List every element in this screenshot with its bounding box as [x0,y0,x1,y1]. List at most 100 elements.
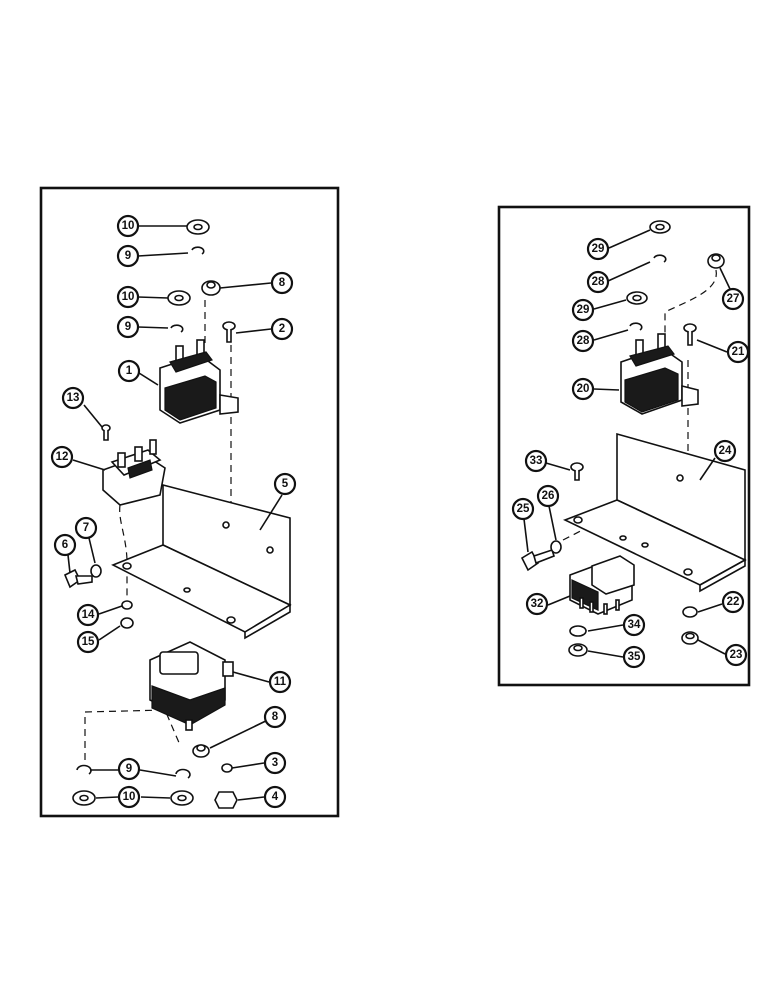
callout: 1 [117,359,141,383]
svg-text:9: 9 [125,321,131,333]
svg-text:8: 8 [279,277,286,289]
callout: 9 [116,315,140,339]
callout: 28 [571,329,595,353]
callout: 9 [116,244,140,268]
callout: 25 [511,497,535,521]
svg-text:9: 9 [125,250,131,262]
screw-33 [570,462,584,472]
nut-4 [214,791,238,809]
svg-text:20: 20 [577,383,590,395]
washer-7 [90,564,102,578]
callout: 28 [586,270,610,294]
right-callouts: 29 28 27 29 28 21 20 24 33 26 25 32 34 2… [511,237,750,669]
svg-text:28: 28 [577,335,590,347]
bolt-6 [63,568,93,589]
callout: 32 [525,592,549,616]
lock-washer-9 [170,324,184,333]
callout: 7 [74,516,98,540]
callout: 27 [721,287,745,311]
lock-washer-9 [191,246,205,255]
callout: 10 [116,214,140,238]
screw-2 [222,321,236,331]
solenoid-11 [149,641,234,731]
relay-32 [569,555,635,615]
assembly-line [119,504,128,600]
svg-text:29: 29 [577,304,590,316]
svg-text:14: 14 [82,609,95,621]
right-leaders [523,229,731,658]
svg-text:10: 10 [123,791,136,803]
svg-text:21: 21 [732,346,745,358]
assembly-line [84,709,181,760]
relay-12 [102,439,166,506]
svg-text:15: 15 [82,636,95,648]
svg-text:12: 12 [56,451,69,463]
svg-text:3: 3 [272,757,278,769]
callout: 9 [117,757,141,781]
assembly-line [664,269,717,335]
right-panel-parts [520,220,747,657]
callout: 34 [622,613,646,637]
left-leaders [67,225,283,801]
callout: 29 [586,237,610,261]
callout: 29 [571,298,595,322]
callout: 3 [263,751,287,775]
svg-text:26: 26 [542,490,555,502]
svg-text:2: 2 [279,323,285,335]
solenoid-1 [159,339,239,424]
callout: 23 [724,643,748,667]
svg-text:6: 6 [62,539,68,551]
svg-text:10: 10 [122,291,135,303]
svg-text:13: 13 [67,392,80,404]
callout: 12 [50,445,74,469]
bracket-24 [562,432,747,593]
svg-text:35: 35 [628,651,641,663]
callout: 22 [721,590,745,614]
callout: 21 [726,340,750,364]
callout: 14 [76,603,100,627]
callout: 26 [536,484,560,508]
lock-washer-28 [629,322,643,331]
svg-text:11: 11 [274,676,287,688]
lock-washer-9 [76,764,92,775]
callout: 35 [622,645,646,669]
callout: 6 [53,533,77,557]
callout: 8 [263,705,287,729]
washer-22 [682,606,698,618]
washer-3 [221,763,233,773]
callout: 2 [270,317,294,341]
svg-text:1: 1 [126,365,133,377]
svg-text:9: 9 [126,763,132,775]
screw-21 [683,323,697,333]
solenoid-20 [620,333,699,415]
left-callouts: 10 9 8 10 9 2 1 13 12 5 7 6 14 15 11 8 9… [50,214,297,809]
bracket-5 [111,483,292,640]
svg-text:22: 22 [727,596,740,608]
callout: 8 [270,271,294,295]
bolt-25 [520,548,555,572]
callout: 10 [116,285,140,309]
callout: 20 [571,377,595,401]
callout: 24 [713,439,737,463]
lock-washer-28 [653,254,667,263]
svg-text:28: 28 [592,276,605,288]
callout: 5 [273,472,297,496]
svg-text:24: 24 [719,445,732,457]
callout: 11 [268,670,292,694]
nut-15 [120,617,134,629]
washer-26 [550,540,562,554]
washer-14 [121,600,133,610]
svg-text:5: 5 [282,478,289,490]
svg-text:34: 34 [628,619,641,631]
callout: 13 [61,386,85,410]
svg-text:25: 25 [517,503,530,515]
callout: 10 [117,785,141,809]
svg-text:33: 33 [530,455,543,467]
svg-text:32: 32 [531,598,544,610]
svg-text:7: 7 [83,522,89,534]
svg-text:23: 23 [730,649,743,661]
svg-text:8: 8 [272,711,279,723]
svg-text:27: 27 [727,293,740,305]
callout: 33 [524,449,548,473]
